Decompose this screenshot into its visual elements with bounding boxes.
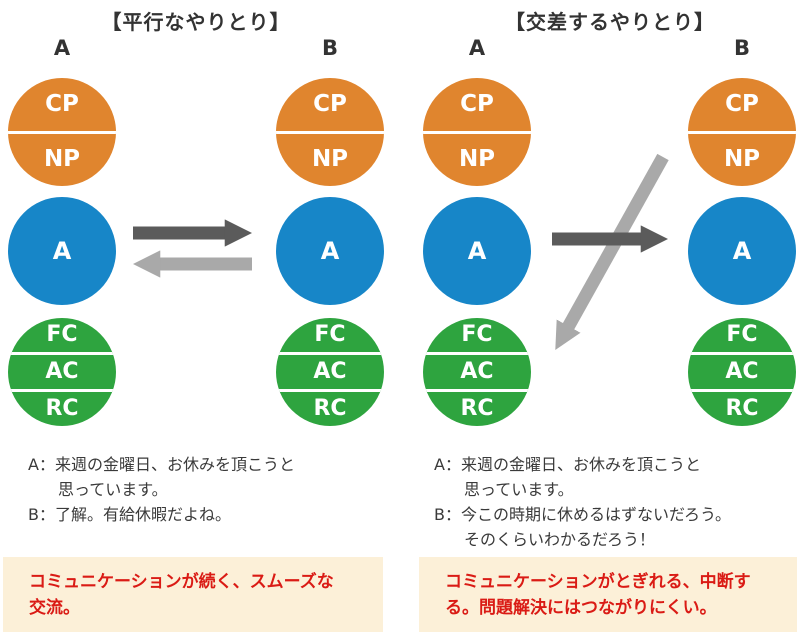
fc-label: FC — [726, 322, 758, 347]
rc-section: RC — [423, 389, 531, 426]
cp-label: CP — [725, 90, 759, 117]
rc-section: RC — [688, 389, 796, 426]
ac-section: AC — [8, 352, 116, 389]
rc-label: RC — [460, 396, 494, 421]
dialogue-line: 思っています。 — [464, 480, 574, 499]
adult-section: A — [423, 197, 531, 305]
fc-section: FC — [8, 318, 116, 352]
person-label-a2: A — [468, 36, 486, 60]
summary-text-line: コミュニケーションがとぎれる、中断す — [445, 572, 751, 592]
ac-label: AC — [460, 359, 494, 384]
rc-section: RC — [8, 389, 116, 426]
summary-box-parallel: コミュニケーションが続く、スムーズな 交流。 — [3, 557, 383, 632]
adult-circle: A — [423, 197, 531, 305]
person-label-b2: B — [733, 36, 750, 60]
rc-label: RC — [725, 396, 759, 421]
adult-section: A — [688, 197, 796, 305]
fc-section: FC — [688, 318, 796, 352]
np-section: NP — [8, 130, 116, 187]
parent-circle: CP NP — [8, 78, 116, 186]
cp-label: CP — [313, 90, 347, 117]
adult-circle: A — [688, 197, 796, 305]
dialogue-line: B：了解。有給休暇だよね。 — [28, 505, 231, 524]
fc-section: FC — [276, 318, 384, 352]
child-circle: FC AC RC — [8, 318, 116, 426]
ac-section: AC — [423, 352, 531, 389]
cp-section: CP — [276, 78, 384, 131]
np-label: NP — [43, 146, 81, 173]
cp-section: CP — [688, 78, 796, 131]
ac-section: AC — [276, 352, 384, 389]
dialogue-line: A：来週の金曜日、お休みを頂こうと — [434, 455, 701, 474]
parent-circle: CP NP — [688, 78, 796, 186]
fc-label: FC — [314, 322, 346, 347]
response-arrow-crossed — [555, 153, 669, 350]
panel-title-crossed: 【交差するやりとり】 — [505, 10, 715, 34]
adult-section: A — [276, 197, 384, 305]
adult-circle: A — [8, 197, 116, 305]
cp-label: CP — [460, 90, 494, 117]
panel-title-parallel: 【平行なやりとり】 — [101, 10, 291, 34]
dialogue-crossed: A：来週の金曜日、お休みを頂こうと 思っています。 B：今この時期に休めるはずな… — [434, 452, 731, 552]
fc-label: FC — [46, 322, 78, 347]
rc-label: RC — [313, 396, 347, 421]
ac-label: AC — [45, 359, 79, 384]
np-section: NP — [688, 130, 796, 187]
rc-section: RC — [276, 389, 384, 426]
dialogue-line: そのくらいわかるだろう！ — [464, 530, 656, 549]
cp-section: CP — [8, 78, 116, 131]
fc-label: FC — [461, 322, 493, 347]
person-label-a1: A — [53, 36, 71, 60]
ac-label: AC — [313, 359, 347, 384]
adult-label: A — [732, 237, 752, 265]
summary-text-line: 交流。 — [29, 598, 80, 618]
dialogue-line: A：来週の金曜日、お休みを頂こうと — [28, 455, 295, 474]
child-circle: FC AC RC — [688, 318, 796, 426]
np-section: NP — [276, 130, 384, 187]
cp-label: CP — [45, 90, 79, 117]
child-circle: FC AC RC — [423, 318, 531, 426]
adult-label: A — [52, 237, 72, 265]
summary-box-crossed: コミュニケーションがとぎれる、中断す る。問題解決にはつながりにくい。 — [419, 557, 797, 632]
np-label: NP — [458, 146, 496, 173]
rc-label: RC — [45, 396, 79, 421]
summary-text-line: る。問題解決にはつながりにくい。 — [445, 598, 717, 618]
summary-text-line: コミュニケーションが続く、スムーズな — [29, 572, 334, 592]
adult-label: A — [467, 237, 487, 265]
dialogue-line: B：今この時期に休めるはずないだろう。 — [434, 505, 732, 524]
cp-section: CP — [423, 78, 531, 131]
adult-circle: A — [276, 197, 384, 305]
dialogue-parallel: A：来週の金曜日、お休みを頂こうと 思っています。 B：了解。有給休暇だよね。 — [28, 452, 295, 527]
ac-section: AC — [688, 352, 796, 389]
dialogue-line: 思っています。 — [58, 480, 168, 499]
np-section: NP — [423, 130, 531, 187]
child-circle: FC AC RC — [276, 318, 384, 426]
parent-circle: CP NP — [423, 78, 531, 186]
adult-label: A — [320, 237, 340, 265]
parent-circle: CP NP — [276, 78, 384, 186]
person-label-b1: B — [321, 36, 338, 60]
np-label: NP — [723, 146, 761, 173]
adult-section: A — [8, 197, 116, 305]
np-label: NP — [311, 146, 349, 173]
fc-section: FC — [423, 318, 531, 352]
ac-label: AC — [725, 359, 759, 384]
